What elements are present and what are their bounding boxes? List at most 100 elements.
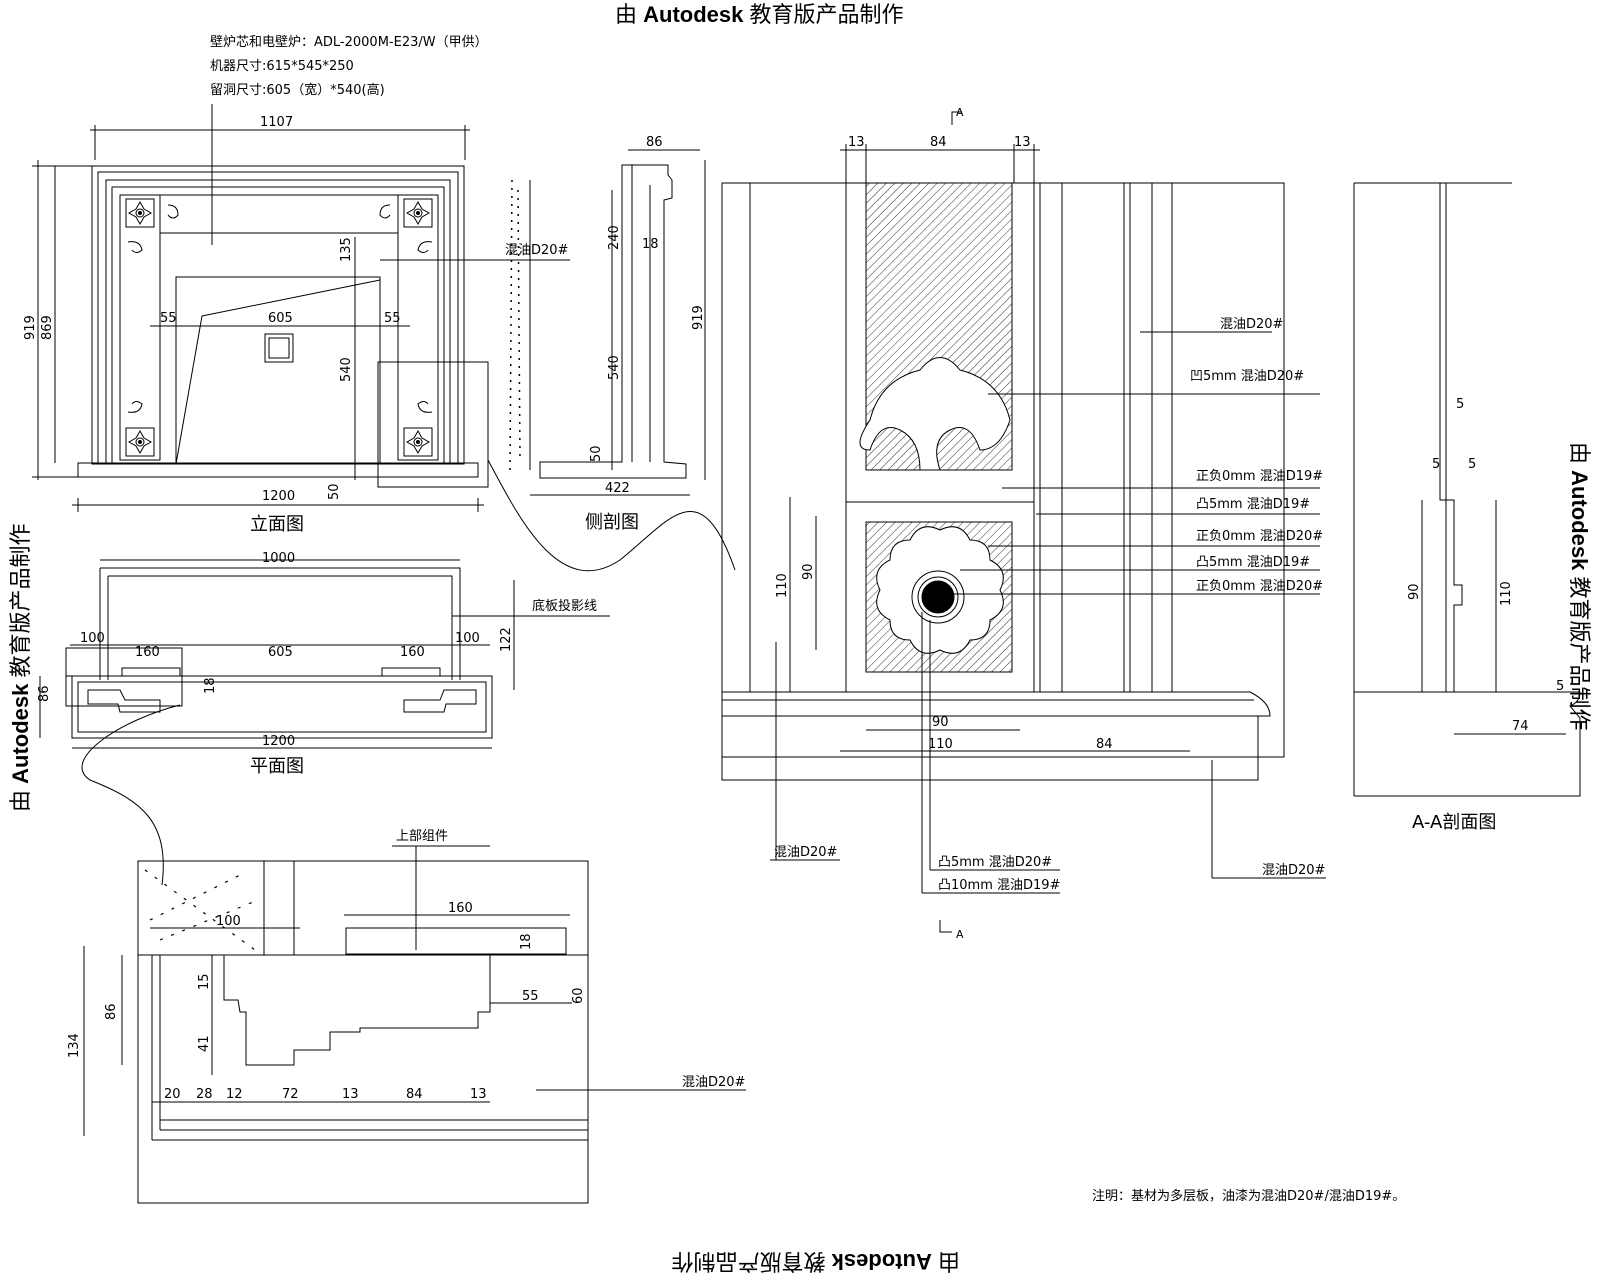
detail-h134: 134 (67, 1033, 82, 1058)
front-elevation: 壁炉芯和电壁炉：ADL-2000M-E23/W（甲供） 机器尺寸:615*545… (23, 35, 570, 535)
dim-plan-left-pilaster: 160 (135, 645, 160, 660)
pd-callout-3: 凸5mm 混油D19# (1196, 497, 1310, 512)
detail-b1: 28 (196, 1087, 213, 1102)
aa-dim-3: 90 (1407, 583, 1422, 600)
dim-plan-right-return: 100 (455, 631, 480, 646)
pd-left-1: 90 (801, 563, 816, 580)
svg-text:由 Autodesk 教育版产品制作: 由 Autodesk 教育版产品制作 (1567, 442, 1592, 731)
pd-bottom-2: 84 (1096, 737, 1113, 752)
pd-bottom-1: 110 (928, 737, 953, 752)
watermark-top: 由 Autodesk 教育版产品制作 (615, 2, 904, 27)
enlarged-detail: 上部组件 100 160 18 55 60 15 41 86 134 20 28… (67, 829, 746, 1204)
detail-b3: 72 (282, 1087, 299, 1102)
dim-side-width: 422 (605, 481, 630, 496)
section-aa: 5 5 5 90 110 5 74 A-A剖面图 (1353, 182, 1581, 833)
leader-curve-left (81, 704, 181, 886)
pd-callout-10: 混油D20# (1262, 863, 1325, 878)
pd-callout-1: 凹5mm 混油D20# (1190, 369, 1304, 384)
detail-b5: 84 (406, 1087, 423, 1102)
side-view-title: 侧剖图 (585, 512, 639, 533)
detail-top-label: 上部组件 (396, 829, 448, 844)
detail-h15: 15 (197, 973, 212, 990)
detail-h86: 86 (104, 1003, 119, 1020)
section-aa-title: A-A剖面图 (1412, 812, 1496, 833)
dim-plan-side-depth: 86 (37, 685, 52, 702)
pilaster-detail: A A 13 84 13 110 90 (721, 106, 1326, 941)
detail-h60: 60 (571, 987, 586, 1004)
detail-h41: 41 (197, 1035, 212, 1052)
svg-text:由 Autodesk 教育版产品制作: 由 Autodesk 教育版产品制作 (8, 523, 33, 812)
leader-curve-right (487, 459, 736, 572)
pd-callout-8: 凸5mm 混油D20# (938, 855, 1052, 870)
dim-side-right: 55 (384, 311, 401, 326)
detail-b4: 13 (342, 1087, 359, 1102)
section-mark-top: A (956, 106, 964, 119)
spec-line-3: 留洞尺寸:605（宽）*540(高) (210, 82, 385, 98)
dim-plan-lip: 18 (203, 677, 218, 694)
detail-b6: 13 (470, 1087, 487, 1102)
dim-opening-height: 540 (339, 357, 354, 382)
dim-plan-opening: 605 (268, 645, 293, 660)
plan-shadow-label: 底板投影线 (532, 598, 597, 614)
detail-plate: 160 (448, 901, 473, 916)
front-callout: 混油D20# (505, 243, 568, 258)
dim-side-left: 55 (160, 311, 177, 326)
dim-top-band: 135 (339, 237, 354, 262)
pd-bottom-0: 90 (932, 715, 949, 730)
aa-dim-0: 5 (1456, 397, 1464, 412)
aa-dim-2: 5 (1468, 457, 1476, 472)
dim-plan-top: 1000 (262, 551, 295, 566)
aa-dim-1: 5 (1432, 457, 1440, 472)
pd-callout-9: 凸10mm 混油D19# (938, 878, 1060, 893)
pd-callout-0: 混油D20# (1220, 317, 1283, 332)
plan-view: 1000 100 160 605 160 100 122 86 18 1200 … (37, 551, 610, 777)
note: 注明：基材为多层板，油漆为混油D20#/混油D19#。 (1092, 1188, 1405, 1204)
dim-base-height: 50 (327, 483, 342, 500)
side-view: 86 240 18 540 50 919 422 侧剖图 (509, 135, 706, 533)
pd-top-1: 84 (930, 135, 947, 150)
spec-line-2: 机器尺寸:615*545*250 (210, 59, 354, 74)
pd-callout-5: 凸5mm 混油D19# (1196, 555, 1310, 570)
pd-top-0: 13 (848, 135, 865, 150)
dim-height-inner: 869 (40, 315, 55, 340)
watermark-left: 由 Autodesk 教育版产品制作 (8, 523, 33, 812)
detail-b0: 20 (164, 1087, 181, 1102)
dim-top-width: 1107 (260, 115, 293, 130)
front-view-title: 立面图 (250, 514, 304, 535)
pd-callout-6: 正负0mm 混油D20# (1196, 579, 1323, 594)
dim-plan-depth: 122 (499, 627, 514, 652)
dim-plan-base-width: 1200 (262, 734, 295, 749)
dim-opening-width: 605 (268, 311, 293, 326)
section-mark-bottom: A (956, 928, 964, 941)
aa-dim-6: 74 (1512, 719, 1529, 734)
spec-line-1: 壁炉芯和电壁炉：ADL-2000M-E23/W（甲供） (210, 35, 488, 50)
dim-plan-right-pilaster: 160 (400, 645, 425, 660)
dim-side-top: 86 (646, 135, 663, 150)
dim-side-upper: 240 (607, 225, 622, 250)
detail-left-block: 100 (216, 914, 241, 929)
watermark-bottom: 由 Autodesk 教育版产品制作 (671, 1249, 960, 1274)
dim-plan-left-return: 100 (80, 631, 105, 646)
pd-callout-7: 混油D20# (774, 845, 837, 860)
dim-side-height: 919 (691, 305, 706, 330)
detail-plate-thk: 18 (519, 933, 534, 950)
watermark-right: 由 Autodesk 教育版产品制作 (1567, 442, 1592, 731)
pd-left-0: 110 (775, 573, 790, 598)
pd-top-2: 13 (1014, 135, 1031, 150)
detail-callout: 混油D20# (682, 1075, 745, 1090)
svg-text:由 Autodesk 教育版产品制作: 由 Autodesk 教育版产品制作 (671, 1249, 960, 1274)
aa-dim-5: 5 (1556, 679, 1564, 694)
dim-side-base: 50 (589, 445, 604, 462)
dim-side-gap: 18 (642, 237, 659, 252)
dim-base-width: 1200 (262, 489, 295, 504)
aa-dim-4: 110 (1499, 581, 1514, 606)
dim-height-outer: 919 (23, 315, 38, 340)
svg-text:由 Autodesk 教育版产品制作: 由 Autodesk 教育版产品制作 (615, 2, 904, 27)
pd-callout-4: 正负0mm 混油D20# (1196, 529, 1323, 544)
detail-step55: 55 (522, 989, 539, 1004)
plan-view-title: 平面图 (250, 756, 304, 777)
dim-side-lower: 540 (607, 355, 622, 380)
pd-callout-2: 正负0mm 混油D19# (1196, 469, 1323, 484)
detail-b2: 12 (226, 1087, 243, 1102)
